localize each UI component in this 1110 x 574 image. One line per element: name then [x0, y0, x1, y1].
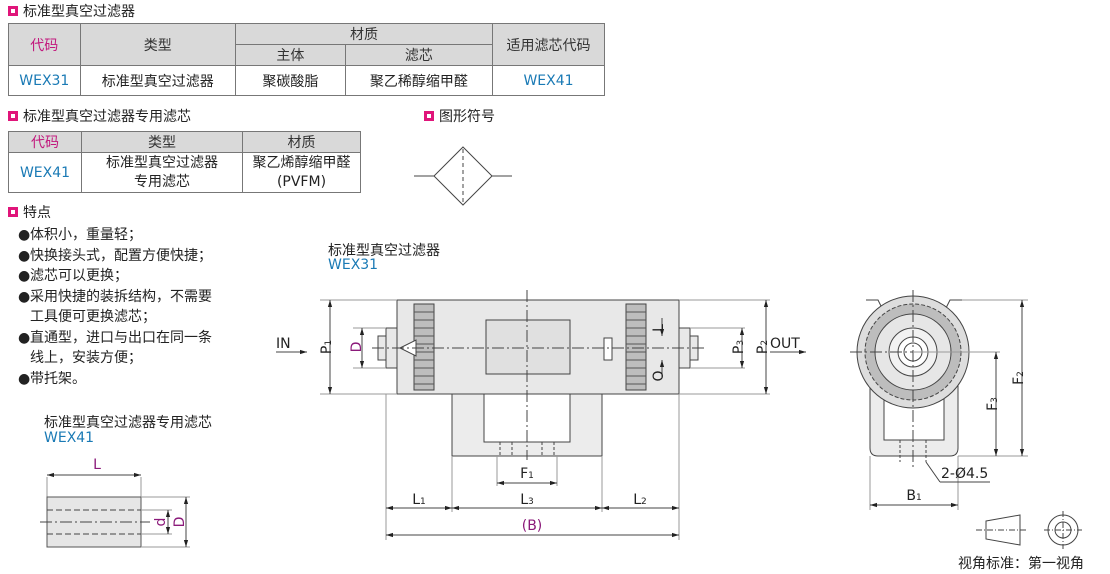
- section-title-text: 特点: [23, 205, 51, 221]
- cell-code: WEX31: [8, 65, 81, 96]
- cell-code: WEX41: [8, 152, 82, 193]
- dim-label-F3: F3: [985, 397, 1001, 411]
- section-title-element: 标准型真空过滤器专用滤芯: [8, 106, 191, 126]
- cell-material-line1: 聚乙烯醇缩甲醛: [252, 154, 351, 171]
- dim-label-B1: B1: [906, 488, 921, 504]
- spec-table-filter: 代码 类型 材质 适用滤芯代码 主体 滤芯 WEX31 标准型真空过滤器 聚碳酸…: [8, 23, 605, 96]
- section-title-symbol: 图形符号: [424, 106, 495, 126]
- section-title-text: 标准型真空过滤器: [23, 4, 135, 20]
- square-bullet-icon: [8, 111, 18, 121]
- dim-label-L3: L3: [520, 492, 534, 508]
- feature-item: ●采用快捷的装拆结构，不需要工具便可更换滤芯；: [18, 288, 212, 326]
- dim-label-B: (B): [522, 518, 543, 534]
- header-material: 材质: [242, 131, 361, 153]
- dim-label-D: D: [172, 517, 188, 528]
- label-in: IN: [276, 336, 291, 352]
- header-code: 代码: [8, 23, 81, 66]
- feature-item: ●体积小，重量轻；: [18, 227, 142, 243]
- label-out: OUT: [770, 336, 800, 352]
- filter-symbol-icon: [414, 146, 512, 206]
- section-title-filter: 标准型真空过滤器: [8, 1, 135, 21]
- square-bullet-icon: [8, 207, 18, 217]
- section-title-text: 标准型真空过滤器专用滤芯: [23, 109, 191, 125]
- dim-label-L2: L2: [633, 492, 647, 508]
- section-title-features: 特点: [8, 202, 51, 222]
- dim-label-F2: F2: [1011, 371, 1027, 385]
- main-drawing-code: WEX31: [328, 257, 379, 273]
- cell-material-line2: (PVFM): [276, 173, 327, 190]
- filter-element-caption: 标准型真空过滤器专用滤芯: [44, 415, 212, 431]
- header-body: 主体: [234, 44, 346, 66]
- cell-element: 聚乙稀醇缩甲醛: [344, 65, 494, 96]
- dim-label-P1: P1: [319, 340, 335, 354]
- section-title-text: 图形符号: [439, 109, 495, 125]
- dim-label-L1: L1: [412, 492, 426, 508]
- header-fit-code: 适用滤芯代码: [492, 23, 605, 66]
- cell-type: 标准型真空过滤器 专用滤芯: [81, 152, 243, 193]
- dim-label-d: d: [153, 518, 169, 527]
- first-angle-projection-icon: [976, 511, 1082, 549]
- feature-item: ●滤芯可以更换；: [18, 268, 128, 284]
- dim-label-O: O: [651, 370, 667, 381]
- feature-item: ●带托架。: [18, 370, 86, 387]
- main-filter-drawing: [276, 290, 806, 540]
- dim-label-D: D: [349, 342, 365, 353]
- feature-item: ●直通型，进口与出口在同一条线上，安装方便；: [18, 329, 212, 367]
- dim-label-L: L: [93, 457, 101, 473]
- dim-label-P2: P2: [755, 340, 771, 354]
- cell-body: 聚碳酸脂: [234, 65, 346, 96]
- spec-table-element: 代码 类型 材质 WEX41 标准型真空过滤器 专用滤芯 聚乙烯醇缩甲醛 (PV…: [8, 131, 361, 193]
- filter-element-drawing: [40, 472, 190, 548]
- view-standard-text: 视角标准：第一视角: [958, 556, 1084, 572]
- dim-label-F1: F1: [520, 466, 534, 482]
- dim-label-holes: 2-Ø4.5: [941, 466, 988, 482]
- side-view-drawing: [850, 290, 1028, 510]
- cell-type-line2: 专用滤芯: [134, 173, 190, 190]
- dim-label-P3: P3: [731, 340, 747, 354]
- cell-type-line1: 标准型真空过滤器: [106, 154, 218, 171]
- filter-element-code: WEX41: [44, 430, 95, 446]
- feature-item: ●快换接头式，配置方便快捷；: [18, 247, 212, 264]
- square-bullet-icon: [8, 6, 18, 16]
- cell-material: 聚乙烯醇缩甲醛 (PVFM): [242, 152, 361, 193]
- header-code: 代码: [8, 131, 82, 153]
- dim-label-L-cap: L: [651, 324, 667, 332]
- main-drawing-caption: 标准型真空过滤器: [328, 243, 440, 259]
- feature-list: ●体积小，重量轻； ●快换接头式，配置方便快捷； ●滤芯可以更换； ●采用快捷的…: [18, 225, 212, 389]
- cell-type: 标准型真空过滤器: [79, 65, 236, 96]
- square-bullet-icon: [424, 111, 434, 121]
- cell-fit-code: WEX41: [492, 65, 605, 96]
